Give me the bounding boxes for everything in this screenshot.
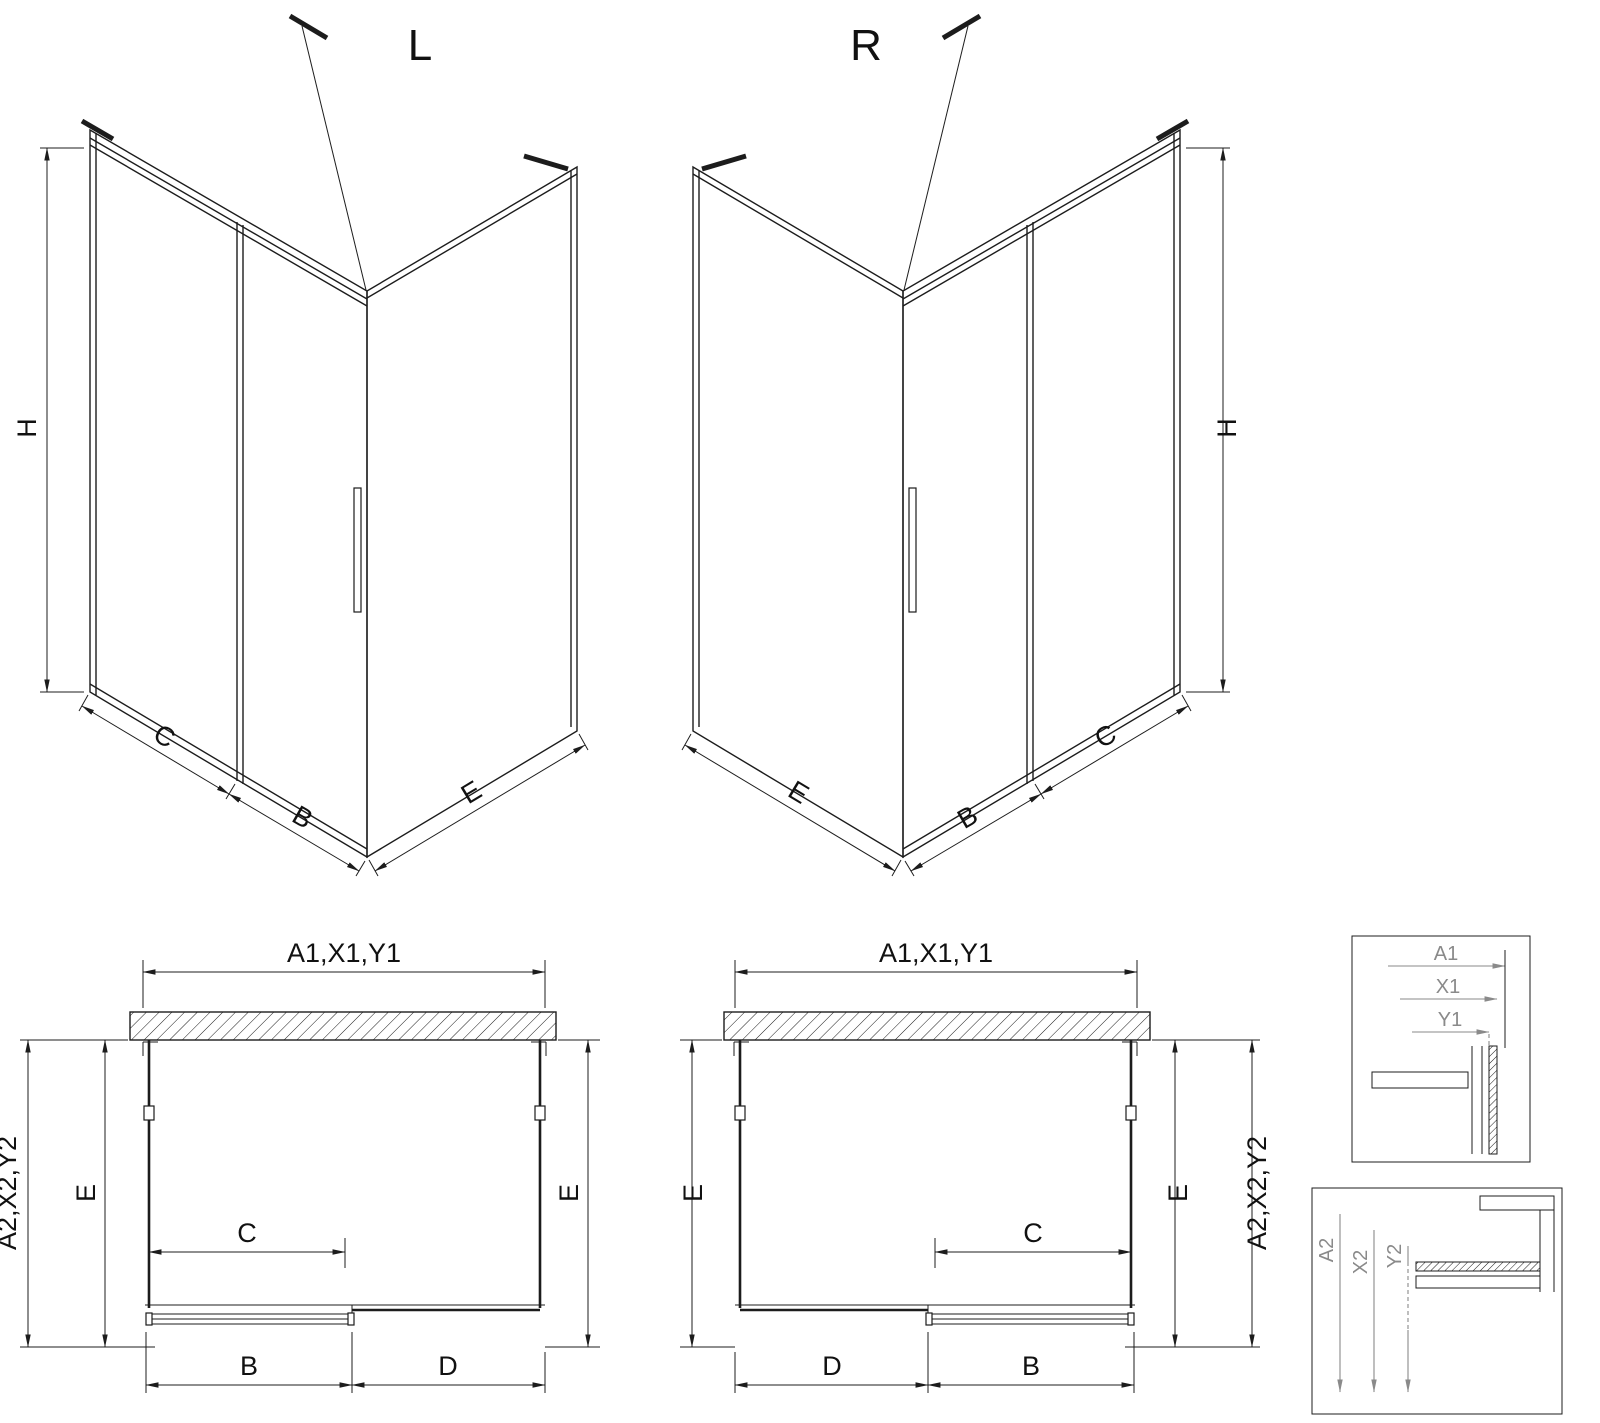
plan-right-dim-side-label: A2,X2,Y2 [1242, 1136, 1272, 1250]
iso-left-dim-e-label: E [456, 775, 487, 810]
plan-right-dim-b-label: B [1022, 1351, 1040, 1381]
plan-left-clamp-right [534, 1105, 546, 1121]
iso-left-title: L [408, 21, 432, 70]
iso-left-support-bar [301, 25, 367, 291]
iso-left-bracket-left [80, 118, 115, 142]
plan-left-dim-e-left-label: E [71, 1184, 101, 1202]
detail-bottom-box: A2 X2 Y2 [1311, 1187, 1563, 1415]
iso-right-bracket-right [1155, 118, 1190, 142]
plan-left-dim-top-label: A1,X1,Y1 [287, 938, 401, 968]
iso-left-bracket-right [523, 153, 569, 172]
plan-left-dim-d-label: D [438, 1351, 458, 1381]
iso-right-side-panel [902, 128, 1181, 859]
detail-bottom-x2-label: X2 [1350, 1250, 1372, 1274]
plan-left-dim-b-label: B [240, 1351, 258, 1381]
iso-right-dim-e-label: E [783, 775, 814, 810]
plan-right-view: A1,X1,Y1 E E A2,X2,Y2 [678, 938, 1272, 1393]
iso-right-title: R [850, 21, 882, 70]
plan-left-dim-side-label: A2,X2,Y2 [0, 1136, 22, 1250]
plan-right-wall [723, 1011, 1151, 1041]
plan-left-dim-c-label: C [237, 1218, 257, 1248]
plan-left-clamp-left [143, 1105, 155, 1121]
detail-bottom-glass [1415, 1261, 1541, 1272]
iso-right-bracket-left [701, 153, 747, 172]
iso-right-support-bar [903, 25, 969, 291]
plan-left-wall [129, 1011, 557, 1041]
iso-right-front-panel [692, 165, 904, 859]
plan-right-dim-e-left-label: E [678, 1184, 708, 1202]
detail-bottom-y2-label: Y2 [1384, 1244, 1406, 1268]
iso-right-dim-h-label: H [1212, 418, 1242, 438]
iso-right-bracket-center [941, 13, 982, 41]
iso-left-side-panel [89, 128, 368, 859]
plan-left-view: A1,X1,Y1 A2,X2,Y2 E E [0, 938, 600, 1393]
iso-left-view: L H C B E [12, 13, 589, 877]
iso-right-view: R H E B C [681, 13, 1242, 877]
detail-top-glass [1488, 1045, 1498, 1155]
plan-left-dim-e-right-label: E [554, 1184, 584, 1202]
detail-top-a1-label: A1 [1434, 943, 1458, 965]
iso-left-bracket-center [288, 13, 329, 41]
detail-bottom-a2-label: A2 [1316, 1238, 1338, 1262]
plan-right-dim-top-label: A1,X1,Y1 [879, 938, 993, 968]
plan-right-dim-d-label: D [822, 1351, 842, 1381]
detail-top-y1-label: Y1 [1438, 1009, 1462, 1031]
iso-right-door-handle [908, 487, 917, 613]
detail-top-box: A1 X1 Y1 [1351, 935, 1531, 1163]
detail-top-x1-label: X1 [1436, 976, 1460, 998]
plan-right-dim-c-label: C [1023, 1218, 1043, 1248]
iso-left-dim-h-label: H [12, 418, 42, 438]
plan-right-dim-e-right-label: E [1163, 1184, 1193, 1202]
plan-right-clamp-right [1125, 1105, 1137, 1121]
plan-right-clamp-left [734, 1105, 746, 1121]
iso-left-door-handle [353, 487, 362, 613]
iso-left-front-panel [366, 165, 578, 859]
